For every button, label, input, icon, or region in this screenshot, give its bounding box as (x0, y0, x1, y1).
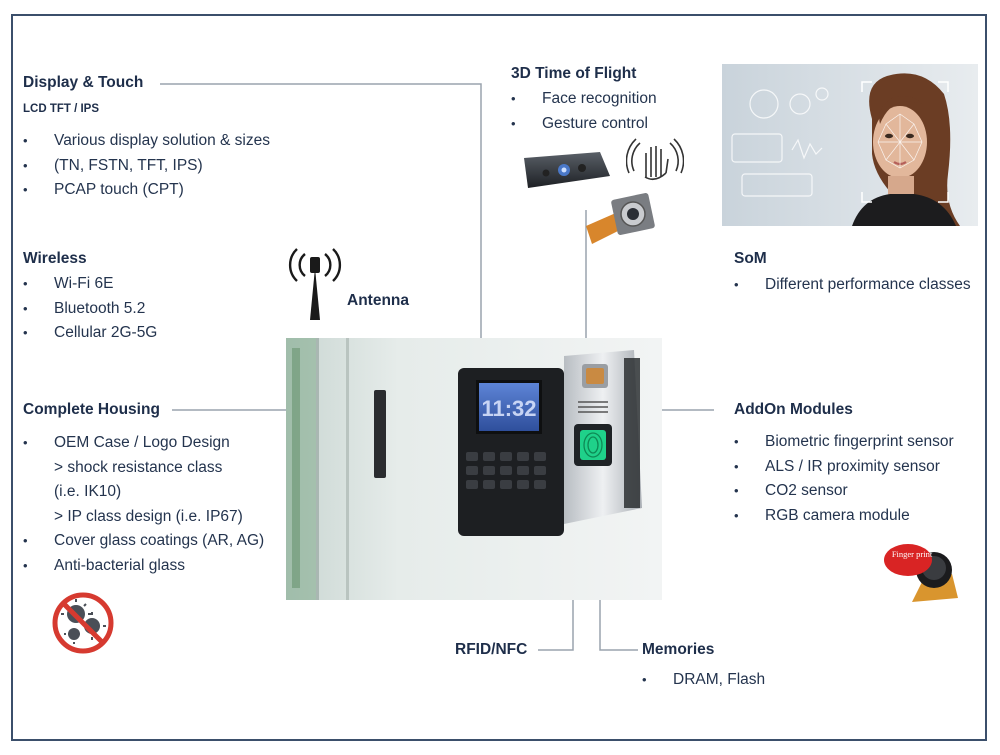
memories-list: DRAM, Flash (642, 668, 765, 693)
list-item: (TN, FSTN, TFT, IPS) (23, 154, 270, 179)
list-item: Face recognition (511, 87, 657, 112)
camera-module-image (586, 193, 655, 244)
terminal-device-image: 11:32 (286, 338, 662, 600)
gesture-icon (626, 138, 684, 181)
list-item: Cellular 2G-5G (23, 321, 157, 346)
som-list: Different performance classes (734, 273, 971, 298)
no-virus-icon (52, 592, 114, 654)
tof-camera-image (524, 152, 610, 188)
wireless-title: Wireless (23, 250, 87, 267)
rfid-label: RFID/NFC (455, 641, 528, 658)
list-item: DRAM, Flash (642, 668, 765, 693)
display-touch-title: Display & Touch (23, 74, 144, 91)
tof-title: 3D Time of Flight (511, 65, 637, 82)
housing-list: OEM Case / Logo Design > shock resistanc… (23, 431, 264, 578)
list-item: Various display solution & sizes (23, 129, 270, 154)
addon-title: AddOn Modules (734, 401, 853, 418)
addon-list: Biometric fingerprint sensor ALS / IR pr… (734, 430, 954, 528)
list-item: Different performance classes (734, 273, 971, 298)
memories-title: Memories (642, 641, 715, 658)
tof-list: Face recognition Gesture control (511, 87, 657, 136)
list-item: CO2 sensor (734, 479, 954, 504)
list-item: ALS / IR proximity sensor (734, 455, 954, 480)
antenna-icon (288, 248, 342, 320)
list-item: PCAP touch (CPT) (23, 178, 270, 203)
display-touch-subtitle: LCD TFT / IPS (23, 103, 100, 115)
list-item: Wi-Fi 6E (23, 272, 157, 297)
list-item: (i.e. IK10) (54, 483, 122, 500)
display-touch-list: Various display solution & sizes (TN, FS… (23, 129, 270, 203)
list-item: RGB camera module (734, 504, 954, 529)
face-recognition-image (722, 64, 978, 226)
housing-title: Complete Housing (23, 401, 160, 418)
fingerprint-badge-label: Finger print (891, 549, 933, 559)
list-item: Anti-bacterial glass (23, 554, 264, 579)
list-item: > IP class design (i.e. IP67) (54, 507, 243, 525)
antenna-label: Antenna (347, 292, 409, 309)
list-item: OEM Case / Logo Design (23, 431, 264, 456)
wireless-list: Wi-Fi 6E Bluetooth 5.2 Cellular 2G-5G (23, 272, 157, 346)
list-item: Cover glass coatings (AR, AG) (23, 529, 264, 554)
list-item: > shock resistance class (54, 458, 223, 476)
list-item: Gesture control (511, 112, 657, 137)
fingerprint-sensor-image (884, 544, 958, 602)
device-screen-time: 11:32 (481, 396, 536, 421)
som-title: SoM (734, 250, 767, 267)
display-connector (160, 83, 482, 378)
list-item: Bluetooth 5.2 (23, 297, 157, 322)
list-item: Biometric fingerprint sensor (734, 430, 954, 455)
